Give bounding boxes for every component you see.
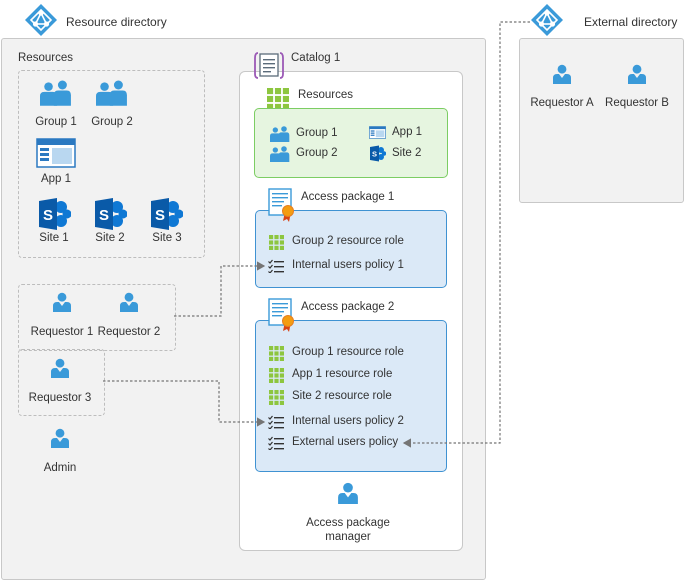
- resource-group2-label: Group 2: [91, 116, 133, 128]
- policy-list-icon: [268, 436, 284, 450]
- catalog-resources-title: Resources: [298, 89, 353, 101]
- access-package-2-title: Access package 2: [301, 301, 395, 313]
- person-icon: [337, 482, 359, 504]
- catalog-resources-box: [254, 108, 448, 178]
- ap2-item-external-policy: External users policy: [292, 436, 399, 448]
- resource-site1-label: Site 1: [39, 232, 69, 244]
- resource-app1-label: App 1: [40, 173, 72, 185]
- sharepoint-icon: [93, 197, 127, 231]
- ap2-item-app1-role: App 1 resource role: [292, 368, 393, 380]
- ap2-item-internal-policy: Internal users policy 2: [292, 415, 404, 427]
- group-icon: [40, 80, 72, 106]
- requestor-a-label: Requestor A: [530, 97, 594, 109]
- resource-grid-icon: [267, 88, 289, 110]
- access-package-1-title: Access package 1: [301, 191, 395, 203]
- person-icon: [50, 358, 70, 378]
- resource-site2-label: Site 2: [95, 232, 125, 244]
- resource-directory-icon: [24, 3, 58, 37]
- app-icon: [369, 126, 386, 139]
- app-icon: [36, 138, 76, 168]
- person-icon: [552, 64, 572, 84]
- resources-label: Resources: [18, 52, 73, 64]
- ap2-item-site2-role: Site 2 resource role: [292, 390, 392, 402]
- requestor1-label: Requestor 1: [30, 326, 94, 338]
- manager-label-line1: Access package: [306, 517, 390, 529]
- catalog-group1-label: Group 1: [296, 127, 338, 139]
- external-directory-title: External directory: [584, 15, 678, 29]
- external-directory-panel: [519, 38, 684, 203]
- group-icon: [270, 126, 290, 142]
- resource-grid-icon: [269, 346, 284, 361]
- person-icon: [119, 292, 139, 312]
- catalog-title: Catalog 1: [291, 52, 341, 64]
- sharepoint-icon: [37, 197, 71, 231]
- group-icon: [96, 80, 128, 106]
- resource-grid-icon: [269, 368, 284, 383]
- sharepoint-icon: [369, 145, 386, 162]
- catalog-site2-label: Site 2: [392, 147, 422, 159]
- ap1-item-policy: Internal users policy 1: [292, 259, 404, 271]
- sharepoint-icon: [149, 197, 183, 231]
- resource-directory-title: Resource directory: [66, 15, 167, 29]
- resources-group-box: [18, 70, 205, 258]
- group-icon: [270, 146, 290, 162]
- requestor3-label: Requestor 3: [28, 392, 92, 404]
- resource-grid-icon: [269, 390, 284, 405]
- external-directory-icon: [530, 3, 564, 37]
- catalog-icon: [254, 50, 284, 80]
- manager-label-line2: manager: [325, 531, 371, 543]
- person-icon: [627, 64, 647, 84]
- person-icon: [50, 428, 70, 448]
- person-icon: [52, 292, 72, 312]
- catalog-group2-label: Group 2: [296, 147, 338, 159]
- ap2-item-group1-role: Group 1 resource role: [292, 346, 404, 358]
- requestors-group-box: [18, 284, 176, 351]
- access-package-icon: [268, 188, 296, 222]
- catalog-app1-label: App 1: [392, 126, 423, 138]
- resource-site3-label: Site 3: [152, 232, 182, 244]
- admin-label: Admin: [43, 462, 77, 474]
- resource-grid-icon: [269, 235, 284, 250]
- requestor-b-label: Requestor B: [605, 97, 669, 109]
- policy-list-icon: [268, 259, 284, 273]
- access-package-icon: [268, 298, 296, 332]
- ap1-item-resource-role: Group 2 resource role: [292, 235, 404, 247]
- resource-group1-label: Group 1: [35, 116, 77, 128]
- requestor2-label: Requestor 2: [97, 326, 161, 338]
- policy-list-icon: [268, 415, 284, 429]
